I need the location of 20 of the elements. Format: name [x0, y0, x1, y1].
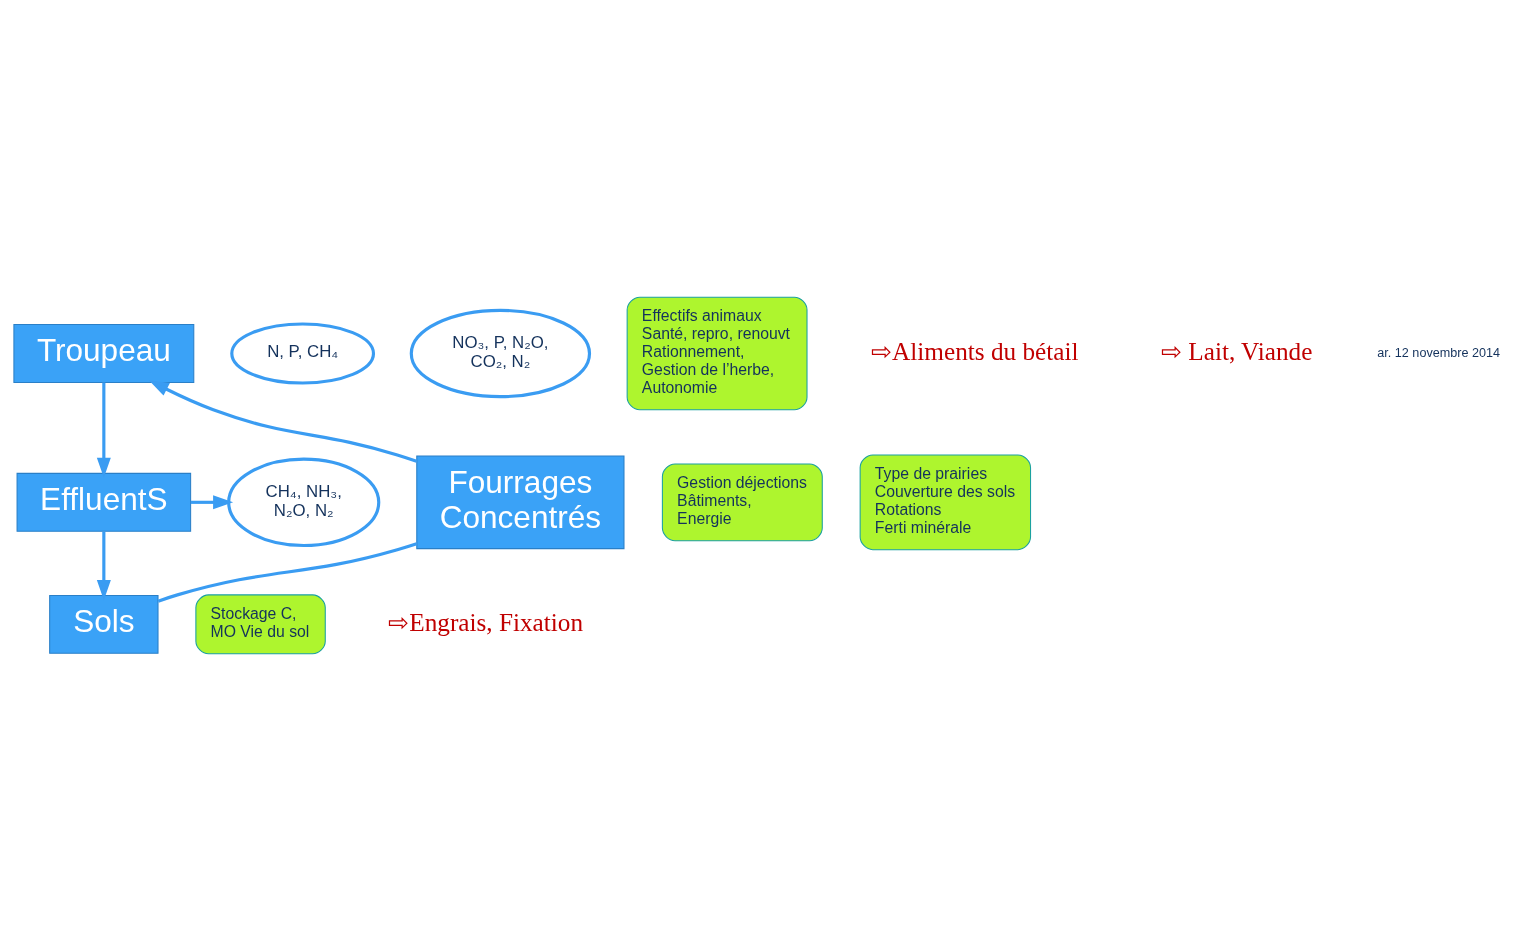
node-box: Troupeau	[13, 323, 195, 383]
node-ellipse: N, P, CH₄	[230, 321, 376, 385]
label: ⇨Engrais, Fixation	[388, 608, 584, 636]
node-box: Type de prairies Couverture des sols Rotations Ferti minérale	[859, 453, 1032, 550]
label: ⇨ Lait, Viande	[1160, 337, 1313, 365]
node-ellipse: NO₃, P, N₂O, CO₂, N₂	[409, 308, 592, 398]
label: ar. 12 novembre 2014	[1377, 345, 1501, 360]
node-box: Effectifs animaux Santé, repro, renouvt Rationnement, Gestion de l’herbe, Autonomie	[626, 296, 808, 410]
node-box: Stockage C, MO Vie du sol	[195, 593, 326, 654]
arrow	[96, 531, 111, 600]
connector	[157, 541, 418, 603]
node-box: EffluentS	[16, 472, 192, 532]
node-ellipse: CH₄, NH₃, N₂O, N₂	[227, 457, 381, 547]
arrow	[148, 379, 418, 463]
node-box: Sols	[49, 594, 159, 654]
label: ⇨Aliments du bétail	[871, 337, 1079, 365]
arrow	[96, 382, 111, 478]
arrow	[190, 494, 234, 509]
node-box: Gestion déjections Bâtiments, Energie	[661, 462, 823, 541]
node-box: Fourrages Concentrés	[416, 455, 625, 549]
